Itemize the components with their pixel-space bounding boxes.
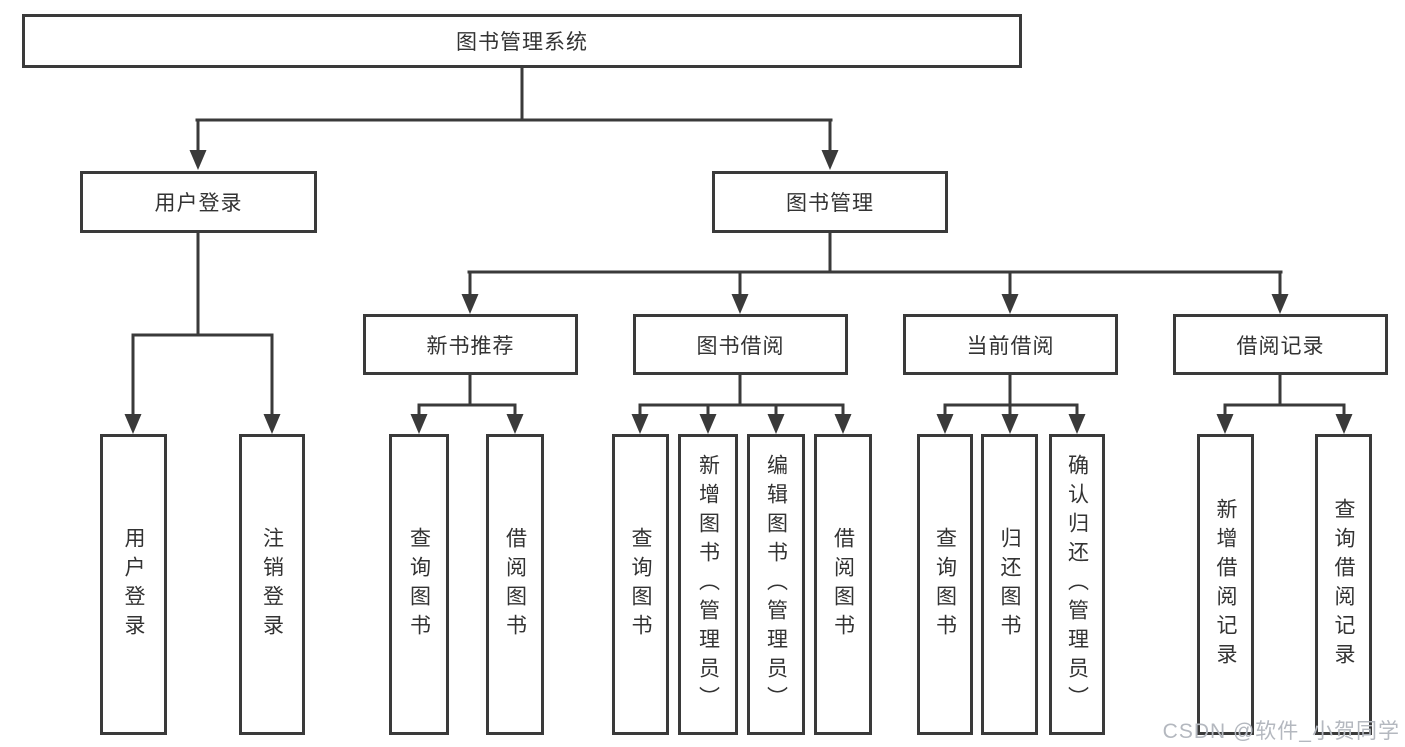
node-book-management: 图书管理 [712, 171, 948, 233]
leaf-label: 借阅图书 [831, 526, 855, 643]
leaf-label: 归还图书 [998, 526, 1022, 643]
leaf-query-books-borrowing: 查询图书 [612, 434, 669, 735]
node-new-book-recommendation: 新书推荐 [363, 314, 578, 375]
leaf-label: 查询图书 [407, 526, 431, 643]
leaf-logout: 注销登录 [239, 434, 305, 735]
leaf-label: 用户登录 [122, 526, 146, 643]
watermark: CSDN @软件_小贺同学 [1162, 720, 1400, 743]
leaf-label: 查询图书 [933, 526, 957, 643]
leaf-edit-books-admin: 编辑图书（管理员） [747, 434, 805, 735]
leaf-label: 查询图书 [629, 526, 653, 643]
leaf-label: 编辑图书（管理员） [764, 454, 788, 715]
leaf-borrow-books-borrowing: 借阅图书 [814, 434, 872, 735]
leaf-label: 注销登录 [260, 526, 284, 643]
leaf-query-books-recommend: 查询图书 [389, 434, 449, 735]
node-book-borrowing: 图书借阅 [633, 314, 848, 375]
leaf-query-books-current: 查询图书 [917, 434, 973, 735]
leaf-add-borrow-record: 新增借阅记录 [1197, 434, 1254, 735]
leaf-user-login: 用户登录 [100, 434, 167, 735]
leaf-add-books-admin: 新增图书（管理员） [678, 434, 738, 735]
node-root: 图书管理系统 [22, 14, 1022, 68]
leaf-label: 新增借阅记录 [1214, 497, 1238, 672]
leaf-label: 借阅图书 [503, 526, 527, 643]
node-current-borrowing: 当前借阅 [903, 314, 1118, 375]
leaf-query-borrow-record: 查询借阅记录 [1315, 434, 1372, 735]
leaf-return-books: 归还图书 [981, 434, 1038, 735]
node-borrowing-records: 借阅记录 [1173, 314, 1388, 375]
leaf-label: 查询借阅记录 [1332, 497, 1356, 672]
leaf-borrow-books-recommend: 借阅图书 [486, 434, 544, 735]
leaf-label: 新增图书（管理员） [696, 454, 720, 715]
node-user-login: 用户登录 [80, 171, 317, 233]
leaf-confirm-return-admin: 确认归还（管理员） [1049, 434, 1105, 735]
leaf-label: 确认归还（管理员） [1065, 454, 1089, 715]
